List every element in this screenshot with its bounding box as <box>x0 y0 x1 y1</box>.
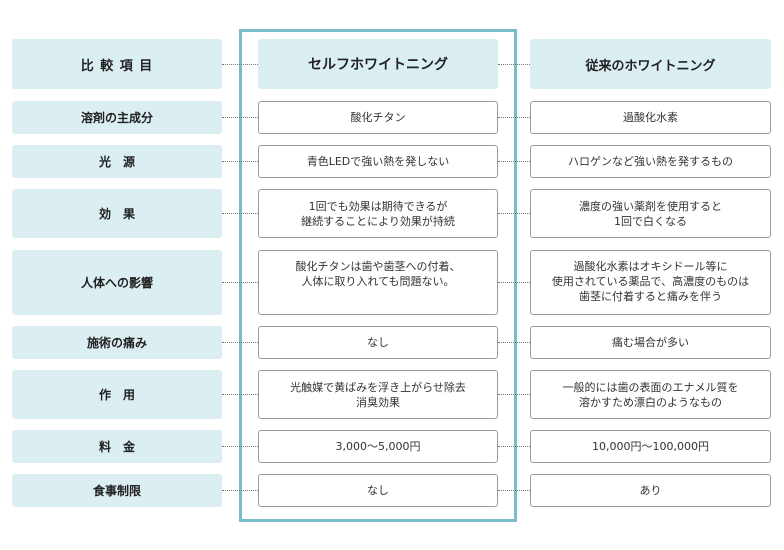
cell-conv-light-source: ハロゲンなど強い熱を発するもの <box>530 145 771 178</box>
row-label-action: 作 用 <box>12 370 222 419</box>
connector-line <box>222 394 258 395</box>
connector-line <box>498 490 530 491</box>
connector-line <box>222 490 258 491</box>
connector-line <box>498 446 530 447</box>
header-conventional-whitening: 従来のホワイトニング <box>530 39 771 89</box>
connector-line <box>498 117 530 118</box>
row-label-diet-restriction: 食事制限 <box>12 474 222 507</box>
connector-line <box>498 282 530 283</box>
cell-self-price: 3,000〜5,000円 <box>258 430 498 463</box>
row-label-human-impact: 人体への影響 <box>12 250 222 315</box>
cell-self-solvent: 酸化チタン <box>258 101 498 134</box>
cell-self-treatment-pain: なし <box>258 326 498 359</box>
cell-conv-treatment-pain: 痛む場合が多い <box>530 326 771 359</box>
cell-conv-price: 10,000円〜100,000円 <box>530 430 771 463</box>
connector-line <box>222 282 258 283</box>
cell-conv-action: 一般的には歯の表面のエナメル質を 溶かすため漂白のようなもの <box>530 370 771 419</box>
connector-line <box>222 342 258 343</box>
self-whitening-column-frame <box>239 29 517 522</box>
header-self-whitening: セルフホワイトニング <box>258 39 498 89</box>
connector-line <box>498 342 530 343</box>
cell-self-effect: 1回でも効果は期待できるが 継続することにより効果が持続 <box>258 189 498 238</box>
cell-conv-diet-restriction: あり <box>530 474 771 507</box>
connector-line <box>222 64 258 65</box>
cell-self-light-source: 青色LEDで強い熱を発しない <box>258 145 498 178</box>
row-label-solvent: 溶剤の主成分 <box>12 101 222 134</box>
connector-line <box>222 117 258 118</box>
connector-line <box>498 161 530 162</box>
row-label-light-source: 光 源 <box>12 145 222 178</box>
cell-conv-human-impact: 過酸化水素はオキシドール等に 使用されている薬品で、高濃度のものは 歯茎に付着す… <box>530 250 771 315</box>
header-comparison-items: 比 較 項 目 <box>12 39 222 89</box>
connector-line <box>498 394 530 395</box>
cell-self-diet-restriction: なし <box>258 474 498 507</box>
connector-line <box>498 213 530 214</box>
row-label-price: 料 金 <box>12 430 222 463</box>
connector-line <box>222 213 258 214</box>
cell-conv-effect: 濃度の強い薬剤を使用すると 1回で白くなる <box>530 189 771 238</box>
connector-line <box>222 161 258 162</box>
connector-line <box>222 446 258 447</box>
cell-conv-solvent: 過酸化水素 <box>530 101 771 134</box>
cell-self-action: 光触媒で黄ばみを浮き上がらせ除去 消臭効果 <box>258 370 498 419</box>
connector-line <box>498 64 530 65</box>
row-label-treatment-pain: 施術の痛み <box>12 326 222 359</box>
cell-self-human-impact: 酸化チタンは歯や歯茎への付着、 人体に取り入れても問題ない。 <box>258 250 498 315</box>
row-label-effect: 効 果 <box>12 189 222 238</box>
